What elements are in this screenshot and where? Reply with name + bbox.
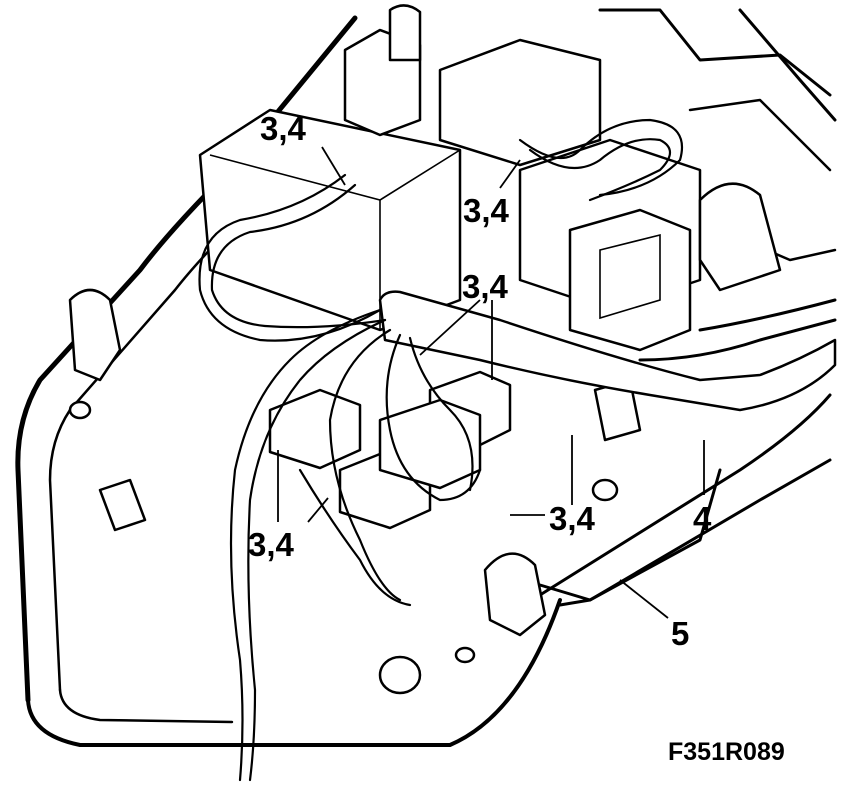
callout-label: 3,4 — [463, 192, 510, 229]
callout-label: 3,4 — [260, 110, 307, 147]
callout-label: 4 — [693, 500, 712, 537]
lower-connectors — [268, 370, 642, 530]
connector-housing — [198, 4, 782, 352]
callout-label: 5 — [671, 615, 689, 652]
cable-harness — [198, 118, 837, 782]
callout-label: 3,4 — [549, 500, 596, 537]
cover-plate — [538, 468, 722, 602]
bottom-clip — [378, 478, 619, 695]
callout-label: 3,4 — [248, 526, 295, 563]
figure-code: F351R089 — [668, 738, 785, 766]
callout-label: 3,4 — [462, 268, 509, 305]
left-clip — [68, 288, 147, 532]
leader-lines — [277, 146, 705, 619]
